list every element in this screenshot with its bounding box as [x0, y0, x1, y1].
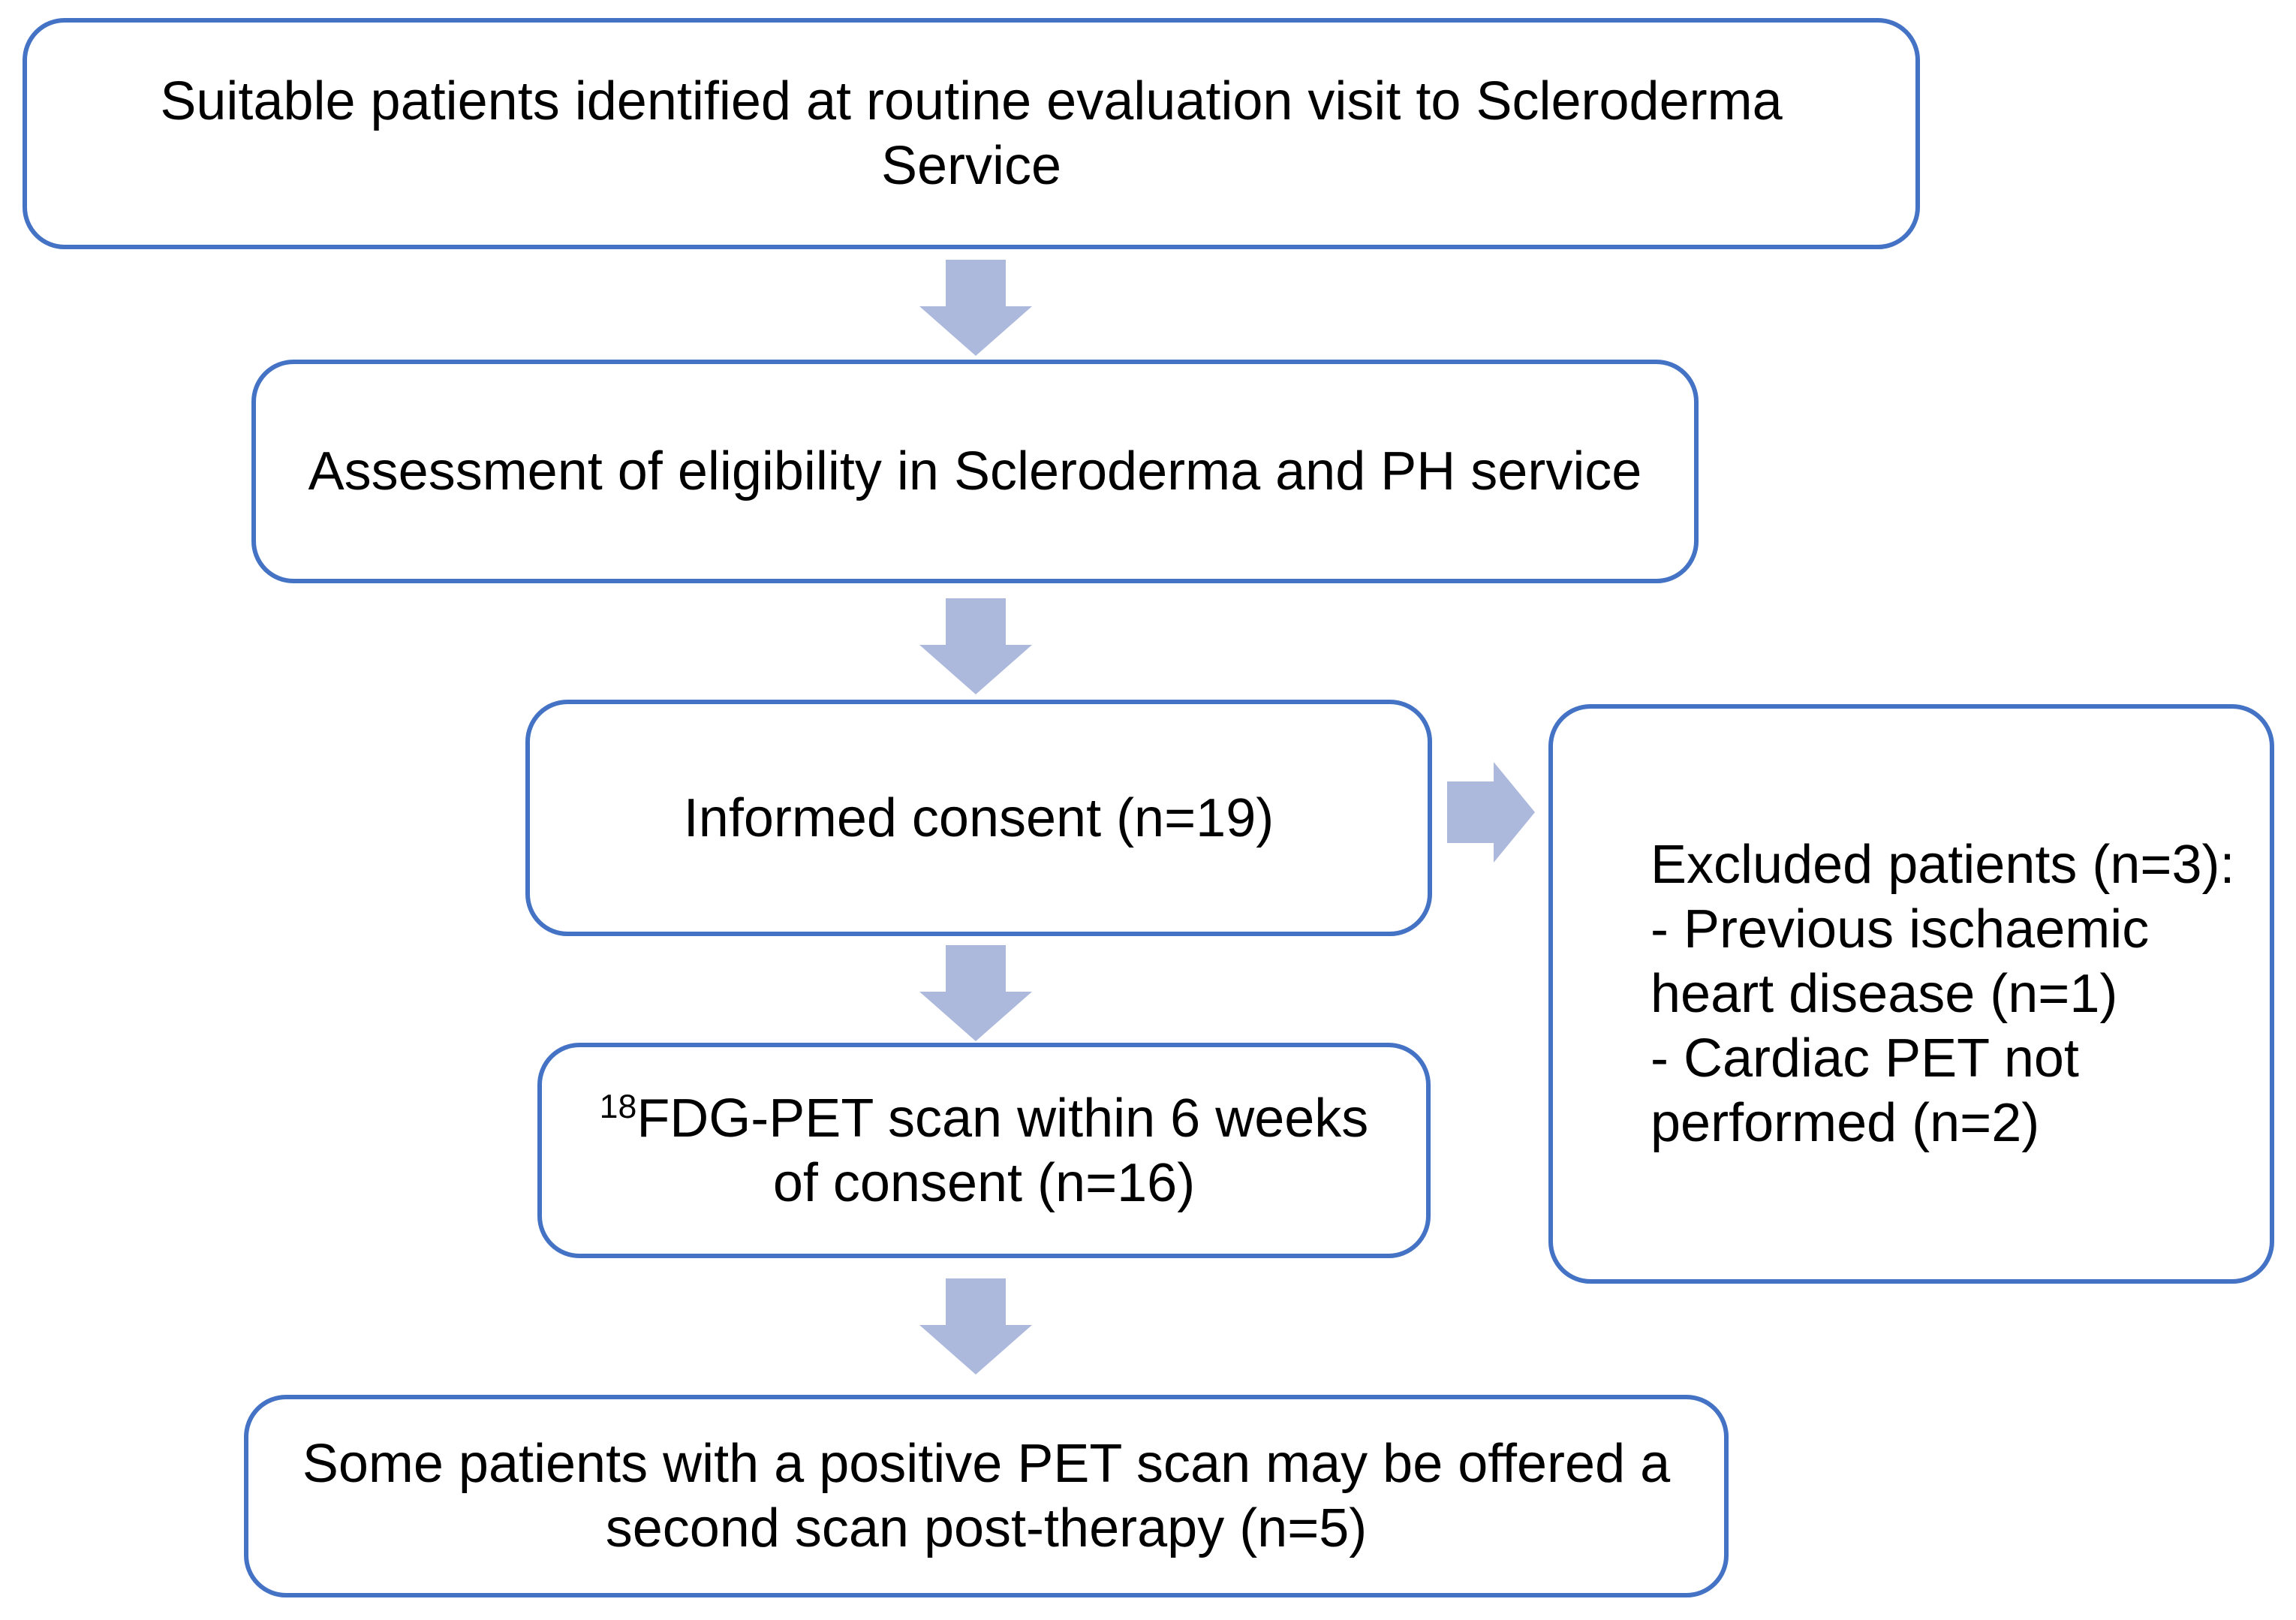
- box-suitable-patients: Suitable patients identified at routine …: [23, 18, 1920, 249]
- box-text-line-rest: FDG-PET scan within 6 weeks: [636, 1088, 1369, 1149]
- box-assessment-eligibility: Assessment of eligibility in Scleroderma…: [251, 360, 1699, 583]
- box-suitable-patients-text: Suitable patients identified at routine …: [27, 69, 1915, 198]
- box-assessment-eligibility-text: Assessment of eligibility in Scleroderma…: [256, 439, 1694, 504]
- box-text-line: Some patients with a positive PET scan m…: [302, 1434, 1671, 1494]
- box-fdg-pet-scan: 18FDG-PET scan within 6 weeks of consent…: [537, 1043, 1431, 1258]
- box-informed-consent-text: Informed consent (n=19): [530, 786, 1428, 851]
- box-text-line: - Cardiac PET not: [1651, 1028, 2079, 1089]
- box-excluded-patients-text: Excluded patients (n=3): - Previous isch…: [1553, 833, 2270, 1155]
- box-text-line: Excluded patients (n=3):: [1651, 835, 2235, 895]
- box-informed-consent: Informed consent (n=19): [525, 700, 1432, 936]
- down-arrow-icon-2: [919, 598, 1032, 694]
- down-arrow-icon-1: [919, 260, 1032, 356]
- box-second-scan-text: Some patients with a positive PET scan m…: [248, 1432, 1724, 1561]
- right-arrow-icon: [1447, 762, 1535, 863]
- box-text-line: second scan post-therapy (n=5): [605, 1498, 1368, 1558]
- box-text-line: performed (n=2): [1651, 1093, 2040, 1153]
- box-text-line: Assessment of eligibility in Scleroderma…: [308, 441, 1642, 501]
- box-text-line: Informed consent (n=19): [683, 787, 1274, 848]
- box-text-line: Suitable patients identified at routine …: [160, 71, 1783, 131]
- down-arrow-icon-3: [919, 945, 1032, 1041]
- box-fdg-pet-scan-text: 18FDG-PET scan within 6 weeks of consent…: [542, 1086, 1426, 1215]
- box-text-line: 18FDG-PET scan within 6 weeks: [542, 1086, 1426, 1151]
- box-text-line: of consent (n=16): [772, 1152, 1196, 1213]
- isotope-superscript: 18: [599, 1088, 637, 1125]
- box-second-scan: Some patients with a positive PET scan m…: [244, 1395, 1729, 1597]
- box-excluded-patients: Excluded patients (n=3): - Previous isch…: [1548, 704, 2274, 1284]
- box-text-line: Service: [880, 136, 1062, 196]
- box-text-line: heart disease (n=1): [1651, 964, 2118, 1024]
- down-arrow-icon-4: [919, 1278, 1032, 1375]
- box-text-line: - Previous ischaemic: [1651, 899, 2150, 959]
